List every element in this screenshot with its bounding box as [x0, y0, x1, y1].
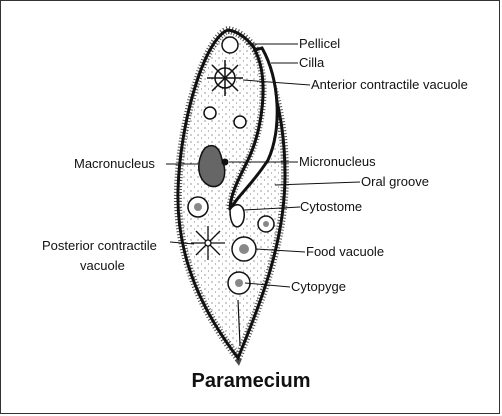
cilia-fringe	[173, 25, 290, 366]
label-pellicel: Pellicel	[299, 36, 341, 51]
diagram-title: Paramecium	[191, 370, 311, 392]
label-food-vacuole: Food vacuole	[306, 244, 385, 259]
cytostome	[229, 203, 245, 228]
label-anterior-contractile-vacuole: Anterior contractile vacuole	[311, 77, 468, 92]
label-cilla: Cilla	[299, 55, 325, 70]
macronucleus	[198, 144, 226, 188]
micronucleus	[221, 158, 229, 166]
anterior-contractile-vacuole	[207, 60, 243, 96]
pellicel-bulb	[221, 36, 239, 54]
label-posterior-line1: Posterior contractile	[42, 238, 157, 253]
label-macronucleus: Macronucleus	[74, 156, 155, 171]
label-cytopyge: Cytopyge	[291, 279, 346, 294]
label-oral-groove: Oral groove	[361, 174, 429, 189]
oral-groove-cilia	[226, 48, 267, 211]
label-cytostome: Cytostome	[300, 199, 363, 214]
label-micronucleus: Micronucleus	[299, 154, 376, 169]
label-posterior-line2: vacuole	[80, 258, 125, 273]
posterior-contractile-vacuole	[191, 226, 225, 260]
leader-lines	[166, 43, 361, 288]
label-posterior-contractile-vacuole: Posterior contractile vacuole	[42, 236, 157, 276]
cytopyge	[237, 299, 241, 346]
